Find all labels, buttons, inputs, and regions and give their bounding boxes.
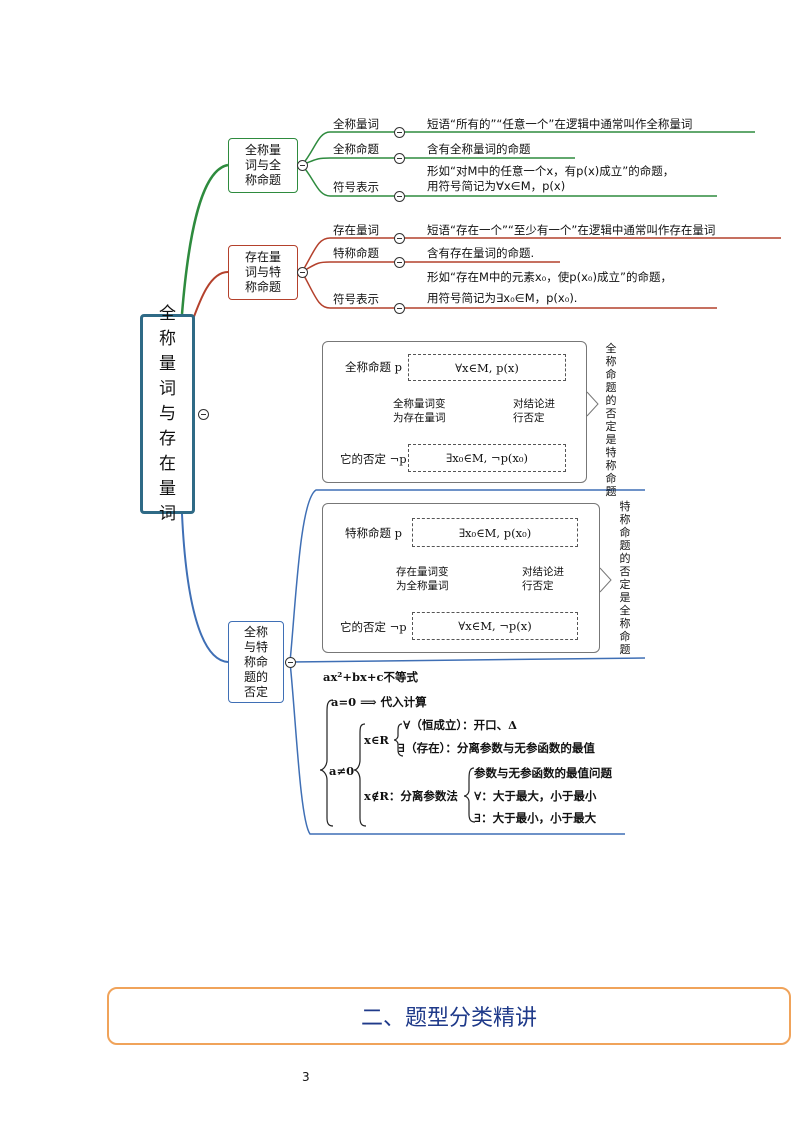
branch-universal-quantifier[interactable]: 全称量词与全称命题 [228,138,298,193]
universal-right-arrow-text-1: 对结论进 [513,398,555,410]
existential-negation-formula: ∀x∈M, ¬p(x) [412,612,578,640]
branch2-value-2: 含有存在量词的命题. [427,246,535,260]
branch1-value-3a: 形如“对M中的任意一个x，有p(x)成立”的命题， [427,164,675,178]
universal-side-note: 全称命题的否定是特称命题 [605,342,617,498]
existential-prop-formula: ∃x₀∈M, p(x₀) [412,518,578,547]
subcase-1: 参数与无参函数的最值问题 [474,766,612,780]
universal-right-arrow-text-2: 行否定 [513,412,545,424]
existential-left-arrow-text-1: 存在量词变 [396,566,449,578]
root-topic[interactable]: 全称量词与存在量词 [140,304,195,524]
universal-negation-formula: ∃x₀∈M, ¬p(x₀) [408,444,566,472]
universal-prop-formula: ∀x∈M, p(x) [408,354,566,381]
collapse-toggle-icon[interactable] [297,160,308,171]
x-in-R: x∈R [364,733,389,747]
root-topic-label: 全称量词与存在量词 [159,303,176,524]
branch-existential-quantifier[interactable]: 存在量词与特称命题 [228,245,298,300]
branch2-key-1: 存在量词 [333,223,379,237]
existential-right-arrow-text-2: 行否定 [522,580,554,592]
collapse-toggle-icon[interactable] [394,257,405,268]
x-not-in-R: x∉R：分离参数法 [364,789,458,803]
existential-prop-label: 特称命题 p [345,526,403,540]
collapse-toggle-icon[interactable] [394,303,405,314]
existential-side-note: 特称命题的否定是全称命题 [619,500,631,656]
collapse-toggle-icon[interactable] [394,191,405,202]
existential-left-arrow-text-2: 为全称量词 [396,580,449,592]
collapse-toggle-icon[interactable] [297,267,308,278]
branch2-value-3b: 用符号简记为∃x₀∈M，p(x₀). [427,291,578,305]
branch-universal-label: 全称量词与全称命题 [244,143,281,187]
case-a-zero: a=0 ⟹ 代入计算 [331,695,427,709]
branch1-key-1: 全称量词 [333,117,379,131]
exists-condition: ∃（存在）：分离参数与无参函数的最值 [398,741,595,755]
subcase-3: ∃：大于最小，小于最大 [474,811,597,825]
page-number: 3 [302,1070,310,1084]
branch2-key-3: 符号表示 [333,292,379,306]
branch-negation-label: 全称与特称命题的否定 [243,624,268,699]
universal-left-arrow-text-2: 为存在量词 [393,412,446,424]
branch-existential-label: 存在量词与特称命题 [244,250,281,294]
branch1-key-3: 符号表示 [333,180,379,194]
branch1-key-2: 全称命题 [333,142,379,156]
universal-left-arrow-text-1: 全称量词变 [393,398,446,410]
collapse-toggle-icon[interactable] [285,657,296,668]
existential-right-arrow-text-1: 对结论进 [522,566,564,578]
branch1-value-1: 短语“所有的”“任意一个”在逻辑中通常叫作全称量词 [427,117,693,131]
subcase-2: ∀：大于最大，小于最小 [474,789,597,803]
branch2-value-1: 短语“存在一个”“至少有一个”在逻辑中通常叫作存在量词 [427,223,716,237]
inequality-title: ax²+bx+c不等式 [323,670,419,684]
case-a-nonzero: a≠0 [329,764,355,778]
collapse-toggle-icon[interactable] [394,233,405,244]
section-title: 二、题型分类精讲 [360,1006,537,1031]
collapse-toggle-icon[interactable] [198,409,209,420]
universal-negation-label: 它的否定 ¬p [340,452,407,466]
branch1-value-3b: 用符号简记为∀x∈M，p(x) [427,179,566,193]
section-banner: 二、题型分类精讲 [107,987,791,1045]
collapse-toggle-icon[interactable] [394,127,405,138]
branch1-value-2: 含有全称量词的命题 [427,142,531,156]
collapse-toggle-icon[interactable] [394,153,405,164]
branch-negation[interactable]: 全称与特称命题的否定 [228,621,284,703]
branch2-value-3a: 形如“存在M中的元素x₀，使p(x₀)成立”的命题， [427,270,672,284]
branch2-key-2: 特称命题 [333,246,379,260]
forall-condition: ∀（恒成立）：开口、Δ [403,718,518,732]
universal-prop-label: 全称命题 p [345,360,403,374]
existential-negation-label: 它的否定 ¬p [340,620,407,634]
